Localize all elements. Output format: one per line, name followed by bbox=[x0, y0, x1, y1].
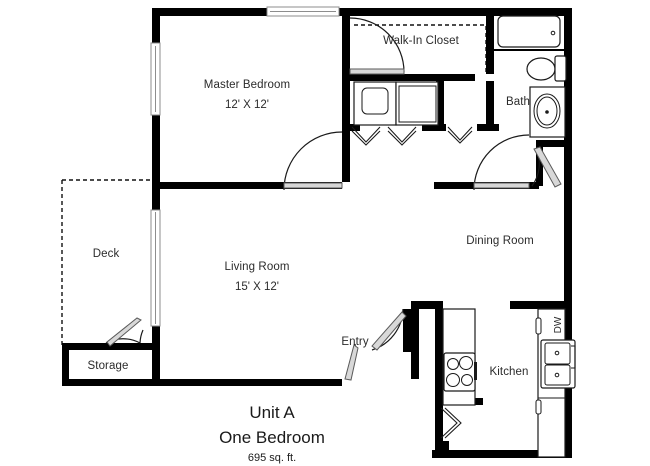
room-label-storage: Storage bbox=[88, 360, 129, 372]
door-storage[interactable] bbox=[105, 317, 144, 347]
deck-outline bbox=[61, 179, 152, 348]
fixture-toilet bbox=[526, 55, 567, 82]
fixture-kitchen-sink bbox=[540, 339, 576, 389]
room-dim-master-bedroom: 12' X 12' bbox=[225, 99, 269, 111]
room-label-entry: Entry bbox=[341, 336, 368, 348]
room-label-kitchen: Kitchen bbox=[489, 366, 528, 378]
fixture-vanity-sink bbox=[529, 86, 566, 138]
door-entry-outer[interactable] bbox=[371, 308, 407, 351]
fixture-washer bbox=[353, 81, 397, 126]
door-hall-dining[interactable] bbox=[473, 134, 530, 191]
door-master-bedroom[interactable] bbox=[283, 131, 343, 191]
door-walk-in-closet[interactable] bbox=[349, 17, 405, 75]
dishwasher-label: DW bbox=[553, 316, 564, 333]
unit-subtitle: One Bedroom bbox=[219, 428, 325, 447]
fixture-dishwasher-label: DW bbox=[553, 316, 564, 333]
room-label-deck: Deck bbox=[93, 248, 120, 260]
window-master-left bbox=[150, 42, 161, 116]
fixture-range bbox=[443, 352, 477, 392]
sliding-door-deck[interactable] bbox=[150, 209, 161, 327]
room-dim-living-room: 15' X 12' bbox=[235, 281, 279, 293]
door-kitchen-pantry[interactable] bbox=[440, 407, 462, 450]
unit-title: Unit A bbox=[249, 403, 295, 422]
door-laundry-bifold[interactable] bbox=[351, 126, 473, 146]
room-label-master-bedroom: Master Bedroom bbox=[204, 79, 290, 91]
door-bath[interactable] bbox=[531, 146, 562, 188]
room-label-walk-in-closet: Walk-In Closet bbox=[383, 35, 459, 47]
fixture-dryer bbox=[395, 81, 439, 126]
door-entry-inner[interactable] bbox=[344, 343, 359, 381]
unit-area: 695 sq. ft. bbox=[248, 452, 296, 464]
window-master-top bbox=[266, 6, 340, 17]
room-label-dining-room: Dining Room bbox=[466, 235, 534, 247]
room-label-living-room: Living Room bbox=[224, 261, 289, 273]
fixture-bathtub bbox=[497, 15, 561, 48]
room-label-bath: Bath bbox=[506, 96, 530, 108]
